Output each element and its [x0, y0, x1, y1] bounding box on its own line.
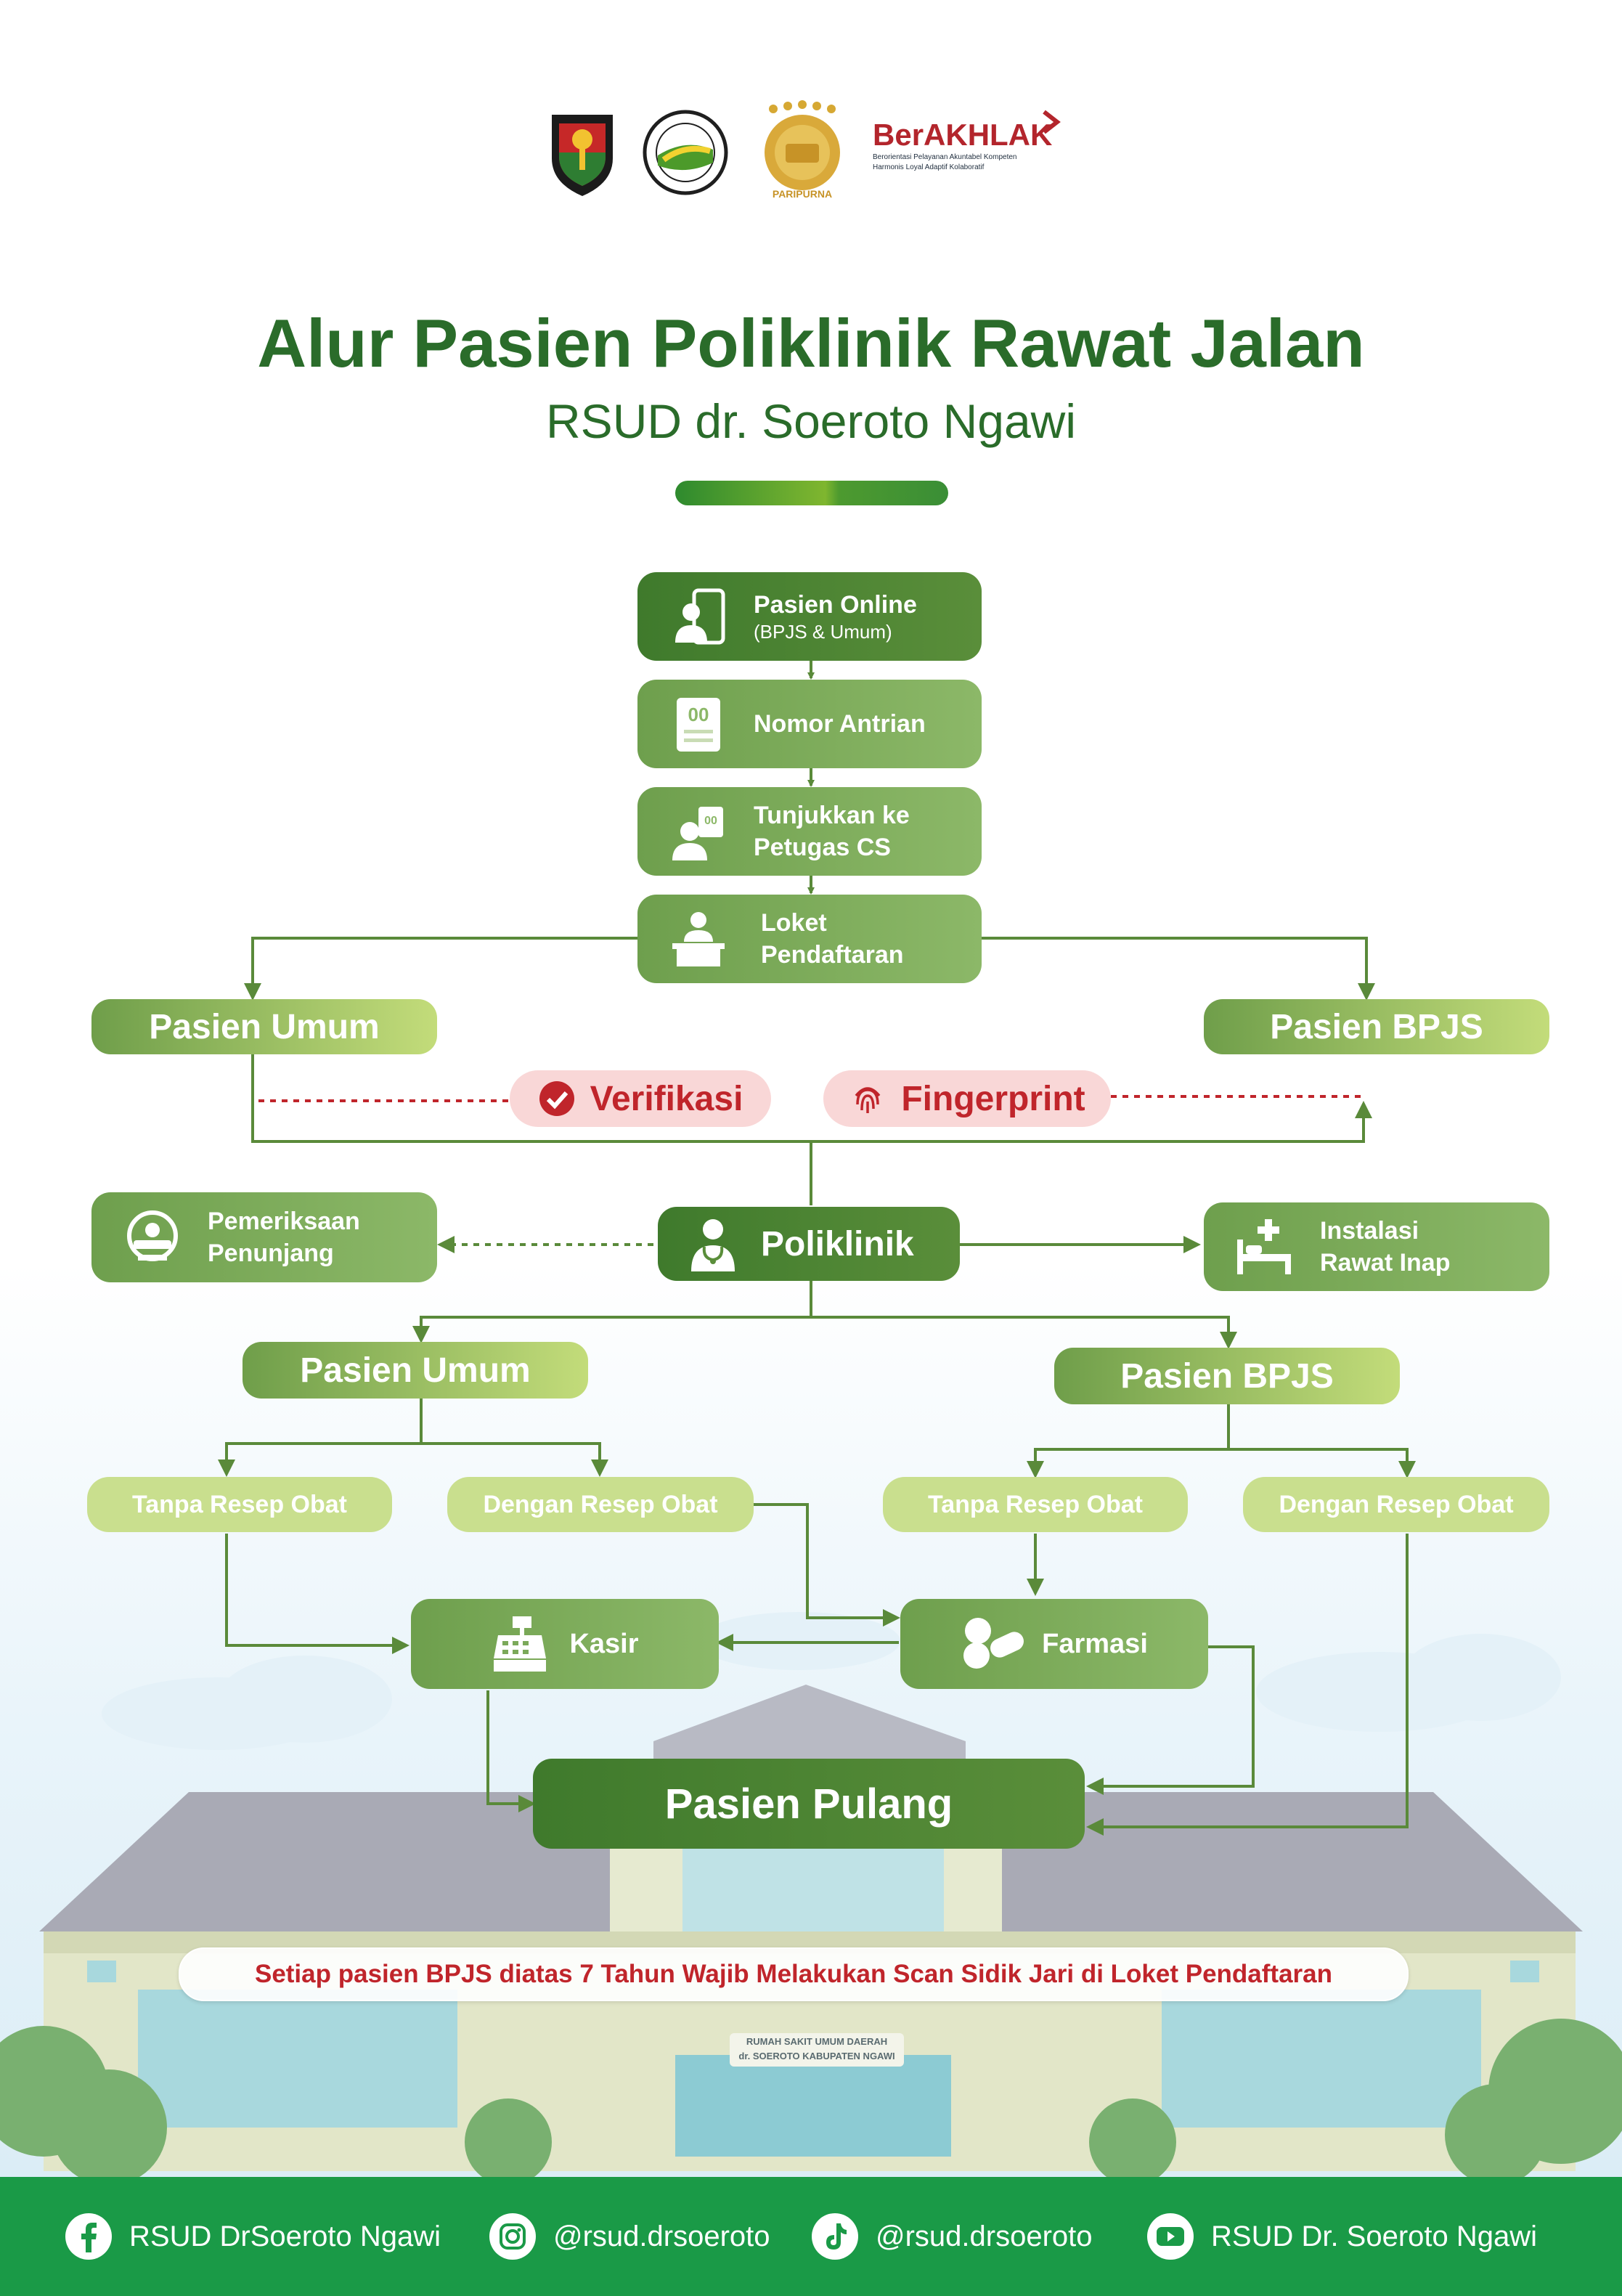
svg-text:00: 00 — [688, 704, 709, 725]
pasien-bpjs-node-1: Pasien BPJS — [1204, 999, 1549, 1054]
berakhlak-tagline-1: Berorientasi Pelayanan Akuntabel Kompete… — [873, 153, 1017, 161]
ngawi-regency-shield-icon — [552, 115, 613, 196]
footer-instagram[interactable]: @rsud.drsoeroto — [488, 2212, 770, 2261]
berakhlak-wordmark: BerAKHLAK — [873, 118, 1053, 152]
building-sign-line2: dr. SOEROTO KABUPATEN NGAWI — [738, 2051, 895, 2061]
footer-tiktok[interactable]: @rsud.drsoeroto — [810, 2212, 1093, 2261]
pasien-umum-node-2: Pasien Umum — [243, 1342, 588, 1399]
farmasi-label: Farmasi — [1042, 1628, 1148, 1659]
doctor-icon — [691, 1219, 735, 1271]
bpjs-dengan-resep-label: Dengan Resep Obat — [1279, 1490, 1514, 1518]
berakhlak-logo: BerAKHLAK Berorientasi Pelayanan Akuntab… — [873, 118, 1061, 190]
footer-instagram-label: @rsud.drsoeroto — [553, 2220, 770, 2252]
page-title: Alur Pasien Poliklinik Rawat Jalan — [257, 305, 1365, 381]
pasien-online-node: Pasien Online (BPJS & Umum) — [637, 572, 982, 661]
fingerprint-badge: Fingerprint — [823, 1070, 1111, 1127]
loket-line2: Pendaftaran — [761, 941, 904, 969]
pemeriksaan-line2: Penunjang — [208, 1239, 334, 1267]
umum-tanpa-resep-node: Tanpa Resep Obat — [87, 1477, 392, 1532]
smartphone-user-icon — [675, 588, 725, 645]
facebook-icon — [65, 2213, 112, 2260]
title-underline-bar — [675, 481, 948, 505]
pasien-pulang-label: Pasien Pulang — [664, 1780, 953, 1828]
youtube-icon — [1147, 2213, 1194, 2260]
user-ticket-icon: 00 — [672, 807, 723, 860]
check-circle-icon — [539, 1081, 574, 1116]
verifikasi-label: Verifikasi — [590, 1079, 743, 1118]
instagram-icon — [489, 2213, 536, 2260]
pasien-umum-node-1: Pasien Umum — [91, 999, 437, 1054]
footer-facebook[interactable]: RSUD DrSoeroto Ngawi — [64, 2212, 441, 2261]
svg-text:00: 00 — [704, 815, 717, 827]
poliklinik-label: Poliklinik — [761, 1224, 914, 1263]
pasien-umum-label-2: Pasien Umum — [300, 1351, 531, 1390]
umum-dengan-resep-label: Dengan Resep Obat — [483, 1490, 718, 1518]
ct-scanner-icon — [127, 1210, 178, 1261]
footer-youtube-label: RSUD Dr. Soeroto Ngawi — [1211, 2220, 1538, 2252]
instalasi-rawat-inap-node: Instalasi Rawat Inap — [1204, 1202, 1549, 1291]
pemeriksaan-line1: Pemeriksaan — [208, 1208, 360, 1235]
umum-tanpa-resep-label: Tanpa Resep Obat — [132, 1490, 347, 1518]
fingerprint-icon — [855, 1087, 881, 1113]
tunjukkan-cs-node: 00 Tunjukkan ke Petugas CS — [637, 787, 982, 876]
berakhlak-tagline-2: Harmonis Loyal Adaptif Kolaboratif — [873, 163, 985, 171]
loket-pendaftaran-node: Loket Pendaftaran — [637, 895, 982, 983]
building-sign-line1: RUMAH SAKIT UMUM DAERAH — [746, 2036, 888, 2047]
loket-line1: Loket — [761, 909, 827, 937]
nomor-antrian-node: 00 Nomor Antrian — [637, 680, 982, 768]
queue-ticket-icon: 00 — [677, 698, 720, 752]
pasien-bpjs-label-2: Pasien BPJS — [1120, 1356, 1334, 1396]
pemeriksaan-penunjang-node: Pemeriksaan Penunjang — [91, 1192, 437, 1282]
tunjukkan-cs-line2: Petugas CS — [754, 834, 891, 861]
footer-youtube[interactable]: RSUD Dr. Soeroto Ngawi — [1146, 2212, 1537, 2261]
pasien-online-subtitle: (BPJS & Umum) — [754, 621, 892, 643]
pasien-bpjs-node-2: Pasien BPJS — [1054, 1348, 1400, 1404]
registration-desk-icon — [672, 912, 725, 966]
kasir-label: Kasir — [569, 1628, 639, 1659]
rawat-inap-line2: Rawat Inap — [1320, 1249, 1451, 1277]
umum-dengan-resep-node: Dengan Resep Obat — [447, 1477, 754, 1532]
pasien-bpjs-label-1: Pasien BPJS — [1270, 1007, 1483, 1046]
poliklinik-node: Poliklinik — [658, 1207, 960, 1281]
farmasi-node: Farmasi — [900, 1599, 1208, 1689]
bpjs-tanpa-resep-label: Tanpa Resep Obat — [928, 1490, 1143, 1518]
trees — [0, 2019, 1622, 2186]
pills-icon — [963, 1618, 1024, 1669]
tiktok-icon — [812, 2213, 858, 2260]
footer-facebook-label: RSUD DrSoeroto Ngawi — [129, 2220, 441, 2252]
building-sign: RUMAH SAKIT UMUM DAERAH dr. SOEROTO KABU… — [730, 2033, 904, 2067]
rawat-inap-line1: Instalasi — [1320, 1217, 1419, 1245]
pasien-online-title: Pasien Online — [754, 591, 917, 619]
footer-tiktok-label: @rsud.drsoeroto — [876, 2220, 1093, 2252]
tunjukkan-cs-line1: Tunjukkan ke — [754, 802, 910, 829]
verifikasi-badge: Verifikasi — [510, 1070, 771, 1127]
page-subtitle: RSUD dr. Soeroto Ngawi — [546, 394, 1076, 448]
notice-text: Setiap pasien BPJS diatas 7 Tahun Wajib … — [254, 1960, 1333, 1988]
berakhlak-chevron-icon — [1043, 110, 1061, 134]
footer-band — [0, 2177, 1622, 2296]
rsud-soeroto-seal-icon — [643, 110, 728, 195]
pasien-pulang-node: Pasien Pulang — [533, 1759, 1085, 1849]
pasien-umum-label-1: Pasien Umum — [149, 1007, 380, 1046]
hospital-bed-icon — [1237, 1219, 1291, 1274]
kasir-node: Kasir — [411, 1599, 719, 1689]
bpjs-tanpa-resep-node: Tanpa Resep Obat — [883, 1477, 1188, 1532]
paripurna-text: PARIPURNA — [773, 188, 832, 200]
bpjs-dengan-resep-node: Dengan Resep Obat — [1243, 1477, 1549, 1532]
bpjs-fingerprint-notice: Setiap pasien BPJS diatas 7 Tahun Wajib … — [179, 1947, 1409, 2001]
cash-register-icon — [494, 1616, 547, 1672]
paripurna-gold-emblem-icon: PARIPURNA — [765, 100, 840, 200]
nomor-antrian-label: Nomor Antrian — [754, 709, 926, 738]
fingerprint-label: Fingerprint — [901, 1079, 1085, 1118]
